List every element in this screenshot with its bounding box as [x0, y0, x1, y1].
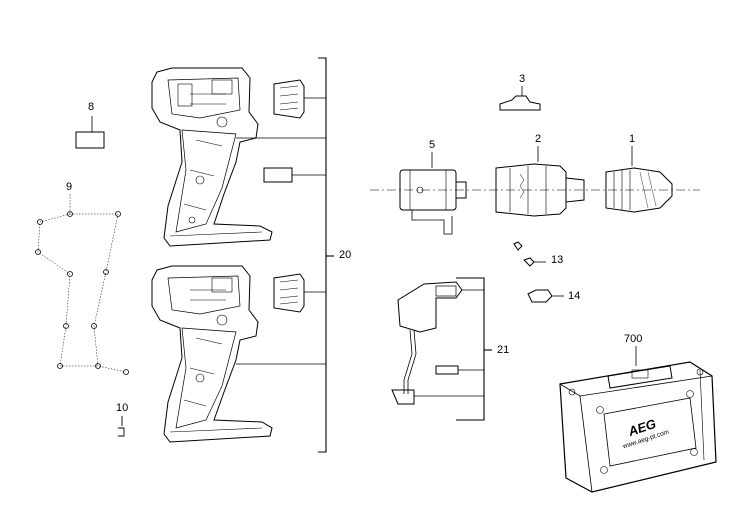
bracket-20: [318, 57, 334, 453]
label-part-13: 13: [551, 254, 564, 266]
part-14-clip: [527, 289, 564, 303]
housing-half-lower: [151, 265, 273, 443]
label-part-2: 2: [535, 133, 542, 145]
part-10-hook: [118, 416, 125, 437]
label-part-20: 20: [339, 249, 352, 261]
leaders-20: [236, 97, 326, 365]
housing-half-upper: [151, 67, 273, 247]
label-part-700: 700: [624, 333, 643, 345]
label-part-21: 21: [497, 344, 510, 356]
part-8-label: [75, 116, 105, 149]
part-9-screws: [37, 194, 127, 373]
label-part-14: 14: [568, 290, 581, 302]
label-part-1: 1: [629, 133, 636, 145]
label-part-5: 5: [429, 139, 436, 151]
clip-lower: [273, 273, 305, 313]
part-2-gearbox: [495, 146, 585, 217]
bracket-21: [456, 277, 492, 421]
part-700-case: [559, 346, 717, 493]
part-13-screws: [513, 241, 546, 267]
label-plate: [263, 167, 293, 183]
part-21-switch: [391, 281, 463, 405]
label-part-8: 8: [88, 101, 95, 113]
label-part-3: 3: [519, 73, 526, 85]
label-part-10: 10: [116, 402, 129, 414]
leaders-21: [414, 289, 484, 397]
part-5-motor: [399, 152, 467, 235]
clip-upper: [273, 79, 305, 119]
part-3-bracket: [499, 86, 541, 111]
label-part-9: 9: [66, 181, 73, 193]
part-9-screw-heads: [35, 211, 129, 375]
part-1-chuck: [605, 146, 673, 213]
